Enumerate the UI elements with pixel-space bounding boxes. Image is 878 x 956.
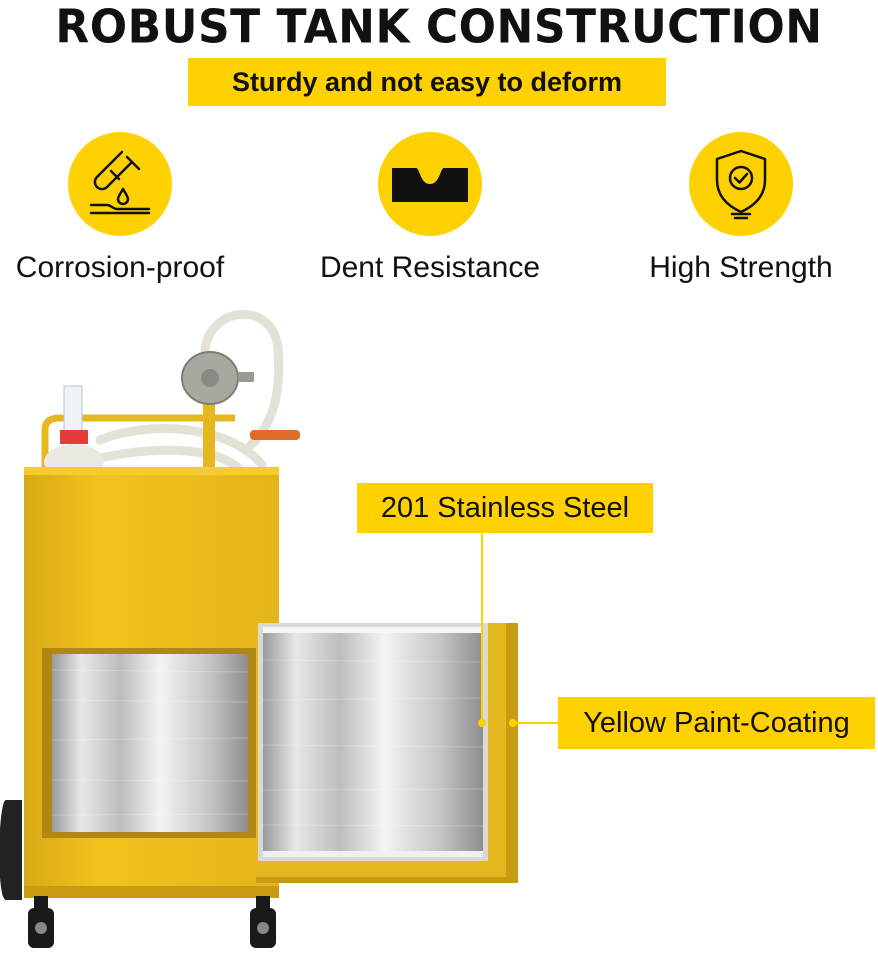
shield-check-icon	[689, 132, 793, 236]
wheel	[0, 800, 22, 900]
feature-label: High Strength	[649, 251, 833, 284]
leader-line-paint	[513, 722, 558, 724]
feature-high-strength: High Strength	[611, 132, 871, 285]
vent-cap	[44, 385, 104, 480]
page-title: ROBUST TANK CONSTRUCTION	[55, 0, 823, 55]
wall-cross-section	[256, 623, 518, 883]
feature-corrosion-proof: Corrosion-proof	[0, 132, 250, 285]
hose	[95, 309, 284, 475]
feature-label: Corrosion-proof	[15, 251, 225, 284]
callout-stainless-steel: 201 Stainless Steel	[357, 483, 653, 533]
caster-right	[250, 896, 276, 948]
leader-dot-paint	[509, 719, 517, 727]
leader-line-steel	[481, 533, 483, 723]
hand-pump	[181, 351, 300, 470]
subtitle-banner: Sturdy and not easy to deform	[188, 58, 666, 106]
dent-block-icon	[378, 132, 482, 236]
feature-label: Dent Resistance	[319, 251, 541, 284]
leader-dot-steel	[478, 719, 486, 727]
callout-paint-coating: Yellow Paint-Coating	[558, 697, 875, 749]
handle-bar	[41, 414, 235, 468]
feature-dent-resistance: Dent Resistance	[300, 132, 560, 285]
test-tube-drop-icon	[68, 132, 172, 236]
caster-left	[28, 896, 54, 948]
